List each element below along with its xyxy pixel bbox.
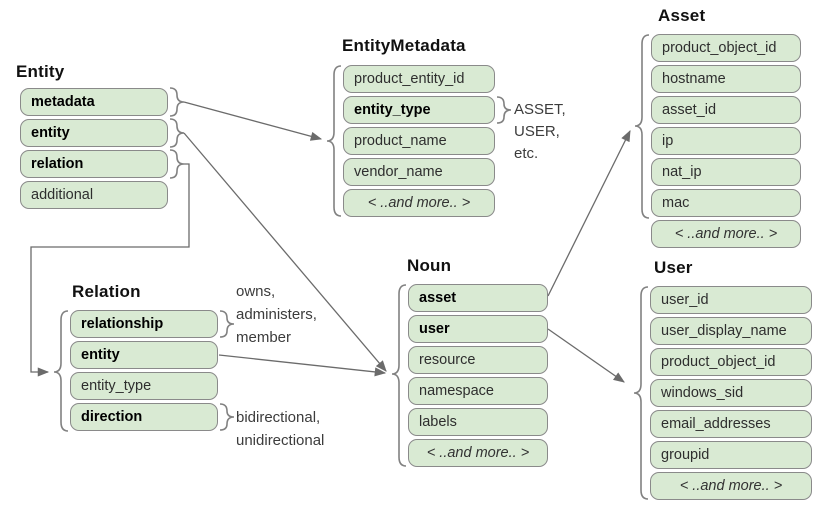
entity-table-title: Entity bbox=[16, 62, 65, 81]
user-field-windows-sid: windows_sid bbox=[650, 379, 812, 407]
brace-relationship bbox=[219, 310, 235, 338]
entity-field-additional: additional bbox=[20, 181, 168, 209]
asset-field-asset-id: asset_id bbox=[651, 96, 801, 124]
arrow-noun-user-to-user bbox=[547, 328, 625, 383]
entity-field-relation: relation bbox=[20, 150, 168, 178]
brace-entity-entity bbox=[169, 118, 185, 148]
brace-entity-relation bbox=[169, 149, 185, 179]
noun-table-title: Noun bbox=[407, 256, 452, 275]
noun-field-asset: asset bbox=[408, 284, 548, 312]
entitymetadata-field-list: product_entity_id entity_type product_name… bbox=[343, 65, 495, 220]
relationship-values-annotation: owns, administers, member bbox=[236, 283, 317, 346]
user-field-email-addresses: email_addresses bbox=[650, 410, 812, 438]
asset-field-mac: mac bbox=[651, 189, 801, 217]
relation-field-entity-type: entity_type bbox=[70, 372, 218, 400]
relation-field-direction: direction bbox=[70, 403, 218, 431]
asset-field-product-object-id: product_object_id bbox=[651, 34, 801, 62]
asset-field-ip: ip bbox=[651, 127, 801, 155]
arrow-entity-to-noun bbox=[183, 132, 387, 372]
user-field-and-more: < ..and more.. > bbox=[650, 472, 812, 500]
noun-field-user: user bbox=[408, 315, 548, 343]
asset-table-title: Asset bbox=[658, 6, 706, 25]
brace-asset-left bbox=[634, 34, 650, 219]
direction-values-annotation: bidirectional, unidirectional bbox=[236, 409, 325, 449]
user-field-product-object-id: product_object_id bbox=[650, 348, 812, 376]
entitymetadata-field-and-more: < ..and more.. > bbox=[343, 189, 495, 217]
user-field-user-id: user_id bbox=[650, 286, 812, 314]
arrow-relation-entity-to-noun bbox=[218, 354, 387, 377]
entitymetadata-field-product-entity-id: product_entity_id bbox=[343, 65, 495, 93]
brace-entity-metadata bbox=[169, 87, 185, 117]
relation-field-relationship: relationship bbox=[70, 310, 218, 338]
asset-field-hostname: hostname bbox=[651, 65, 801, 93]
noun-field-resource: resource bbox=[408, 346, 548, 374]
entity-type-values-annotation: ASSET, USER, etc. bbox=[514, 101, 566, 162]
brace-entity-type bbox=[496, 96, 512, 124]
brace-direction bbox=[219, 403, 235, 431]
noun-field-namespace: namespace bbox=[408, 377, 548, 405]
asset-field-nat-ip: nat_ip bbox=[651, 158, 801, 186]
noun-field-labels: labels bbox=[408, 408, 548, 436]
user-table-title: User bbox=[654, 258, 693, 277]
entity-field-entity: entity bbox=[20, 119, 168, 147]
relation-field-list: relationship entity entity_type direction bbox=[70, 310, 218, 434]
noun-field-and-more: < ..and more.. > bbox=[408, 439, 548, 467]
entitymetadata-table-title: EntityMetadata bbox=[342, 36, 466, 55]
brace-noun-left bbox=[391, 284, 407, 467]
user-field-list: user_id user_display_name product_object_i… bbox=[650, 286, 812, 503]
entitymetadata-field-product-name: product_name bbox=[343, 127, 495, 155]
entity-field-list: metadata entity relation additional bbox=[20, 88, 168, 212]
asset-field-and-more: < ..and more.. > bbox=[651, 220, 801, 248]
entity-field-metadata: metadata bbox=[20, 88, 168, 116]
arrow-noun-asset-to-asset bbox=[547, 129, 631, 297]
arrow-metadata-to-entitymetadata bbox=[183, 101, 323, 141]
user-field-user-display-name: user_display_name bbox=[650, 317, 812, 345]
entitymetadata-field-vendor-name: vendor_name bbox=[343, 158, 495, 186]
noun-field-list: asset user resource namespace labels < ..and … bbox=[408, 284, 548, 470]
relation-table-title: Relation bbox=[72, 282, 141, 301]
user-field-groupid: groupid bbox=[650, 441, 812, 469]
brace-entitymetadata-left bbox=[326, 65, 342, 217]
arrow-relation-to-relation bbox=[30, 163, 190, 377]
brace-relation-left bbox=[53, 310, 69, 432]
relation-field-entity: entity bbox=[70, 341, 218, 369]
brace-user-left bbox=[633, 286, 649, 500]
entitymetadata-field-entity-type: entity_type bbox=[343, 96, 495, 124]
